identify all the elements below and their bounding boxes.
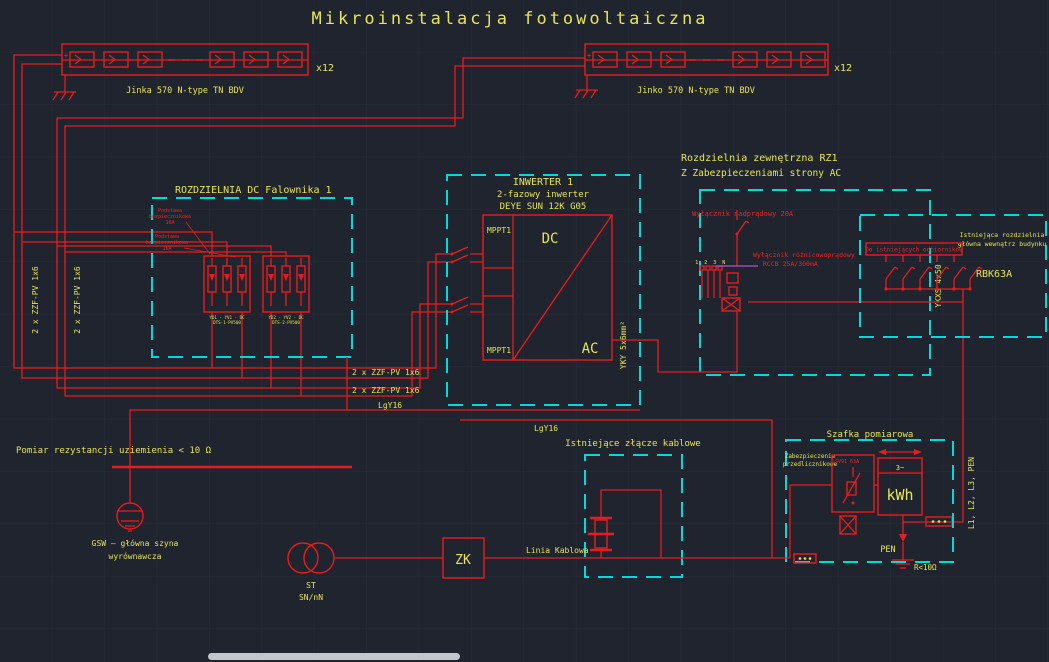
dc-wiring: 2 x ZZF-PV 1x6 2 x ZZF-PV 1x6 2 x ZZF-PV…	[13, 54, 585, 397]
main-switchboard: Istniejąca rozdzielnia główna wewnątrz b…	[859, 214, 1047, 338]
gsw-label-2: wyrównawcza	[109, 551, 162, 561]
meter-phases-label: 3~	[896, 464, 904, 472]
fuse-base-label-2b: bezpiecznikowa	[146, 240, 188, 246]
rz1-rcd-label-2: RCCB 25A/300mA	[763, 260, 818, 268]
rz1-mcb-label: Wyłącznik nadprądowy 20A	[692, 210, 794, 218]
earth-resistance-value: R<10Ω	[914, 563, 937, 572]
main-board-note-2: główna wewnątrz budynku	[958, 240, 1047, 248]
rz1-title-2: Z Zabezpieczeniami strony AC	[681, 168, 841, 179]
fuse-base-label-1b: bezpiecznikowa	[149, 214, 191, 220]
pv-right-label: Jinko 570 N-type TN BDV	[637, 86, 755, 96]
pv-left-count: x12	[316, 63, 334, 74]
meter-prefuse-label-2: przedlicznikowe	[783, 461, 838, 468]
earthing: LgY16 LgY16 Pomiar rezystancji uziemieni…	[16, 357, 773, 561]
spd1-label-1: YD1 - YV1 - DC	[209, 315, 245, 320]
cable-label-zzf-h1: 2 x ZZF-PV 1x6	[352, 368, 420, 377]
inverter-mppt-top-label: MPPT1	[487, 226, 511, 235]
fuse-base-label-1a: Podstawa	[158, 208, 182, 214]
earth-resistance-note: Pomiar rezystancji uziemienia < 10 Ω	[16, 446, 212, 456]
rz1-terminal-numbers: 1 2 3 N	[695, 260, 727, 266]
fuse-base-label-2c: 16A	[162, 246, 171, 252]
rz1-rcd-label-1: Wyłącznik różnicowoprądowy	[753, 251, 855, 259]
dc-switchboard: ROZDZIELNIA DC Falownika 1 Podstawa bezp…	[146, 185, 353, 358]
rz1-title-1: Rozdzielnia zewnętrzna RZ1	[681, 153, 838, 164]
inverter-model: DEYE SUN 12K G05	[500, 202, 587, 212]
ac-wiring	[612, 289, 964, 527]
inverter: INWERTER 1 2-fazowy inwerter DEYE SUN 12…	[446, 174, 641, 406]
pv-left-plus: +	[64, 51, 69, 60]
transformer-label-2: SN/nN	[299, 593, 323, 602]
cable-label-yky: YKY 5x6mm²	[619, 321, 628, 369]
cable-joint: Istniejące złącze kablowe	[565, 439, 701, 578]
cable-label-zzf-h2: 2 x ZZF-PV 1x6	[352, 386, 420, 395]
drawing-title: Mikroinstalacja fotowoltaiczna	[311, 9, 708, 29]
meter-fuse-model: SV91 63A	[835, 459, 859, 465]
transformer-label-1: ST	[306, 581, 316, 590]
cable-label-zzf-v1: 2 x ZZF-PV 1x6	[31, 266, 40, 334]
cable-joint-title: Istniejące złącze kablowe	[565, 439, 700, 449]
pv-right-count: x12	[834, 63, 852, 74]
grid-supply: ST SN/nN ZK Linia Kablowa	[287, 537, 817, 602]
zk-box-label: ZK	[455, 553, 471, 568]
fuse-base-label-1c: 16A	[165, 220, 174, 226]
meter-pen-label: PEN	[880, 545, 895, 555]
main-board-feeder-label: Do istniejących odbiorników	[865, 247, 963, 254]
main-board-note-1: Istniejąca rozdzielnia	[960, 231, 1045, 239]
cable-label-ykxs: YKXS 4x50	[934, 264, 943, 308]
meter-prefuse-label-1: Zabezpieczenie	[785, 453, 836, 460]
cable-label-phases: L1, L2, L3, PEN	[967, 457, 976, 529]
gsw-label-1: GSW — główna szyna	[92, 538, 179, 548]
dc-switchboard-title: ROZDZIELNIA DC Falownika 1	[175, 185, 332, 196]
spd1-label-2: DTS-1-PV500	[213, 320, 241, 325]
cable-line-label: Linia Kablowa	[526, 546, 589, 555]
meter-cabinet: Szafka pomiarowa Zabezpieczenie przedlic…	[783, 430, 976, 572]
pv-string-left: + x12 Jinka 570 N-type TN BDV	[52, 43, 334, 101]
inverter-mppt-bottom-label: MPPT1	[487, 346, 511, 355]
main-board-breaker-label: RBK63A	[976, 269, 1012, 280]
cable-label-lgy16-b: LgY16	[534, 424, 558, 433]
fuse-base-label-2a: Podstawa	[155, 234, 179, 240]
pv-string-right: + x12 Jinko 570 N-type TN BDV	[574, 43, 852, 99]
meter-unit-label: kWh	[886, 486, 913, 504]
meter-cabinet-title: Szafka pomiarowa	[827, 430, 914, 440]
pv-right-plus: +	[587, 51, 592, 60]
inverter-ac-label: AC	[582, 341, 599, 357]
pv-left-label: Jinka 570 N-type TN BDV	[126, 86, 244, 96]
spd2-label-1: YD2 - YV2 - DC	[268, 315, 304, 320]
inverter-dc-label: DC	[542, 231, 559, 247]
rz1-switchboard: Rozdzielnia zewnętrzna RZ1 Z Zabezpiecze…	[681, 153, 943, 376]
cable-label-zzf-v2: 2 x ZZF-PV 1x6	[73, 266, 82, 334]
spd2-label-2: DTS-2-PV500	[272, 320, 300, 325]
cable-label-lgy16-a: LgY16	[378, 401, 402, 410]
horizontal-scrollbar[interactable]	[208, 653, 460, 660]
inverter-subtitle: 2-fazowy inwerter	[497, 190, 590, 200]
inverter-title: INWERTER 1	[513, 177, 573, 188]
